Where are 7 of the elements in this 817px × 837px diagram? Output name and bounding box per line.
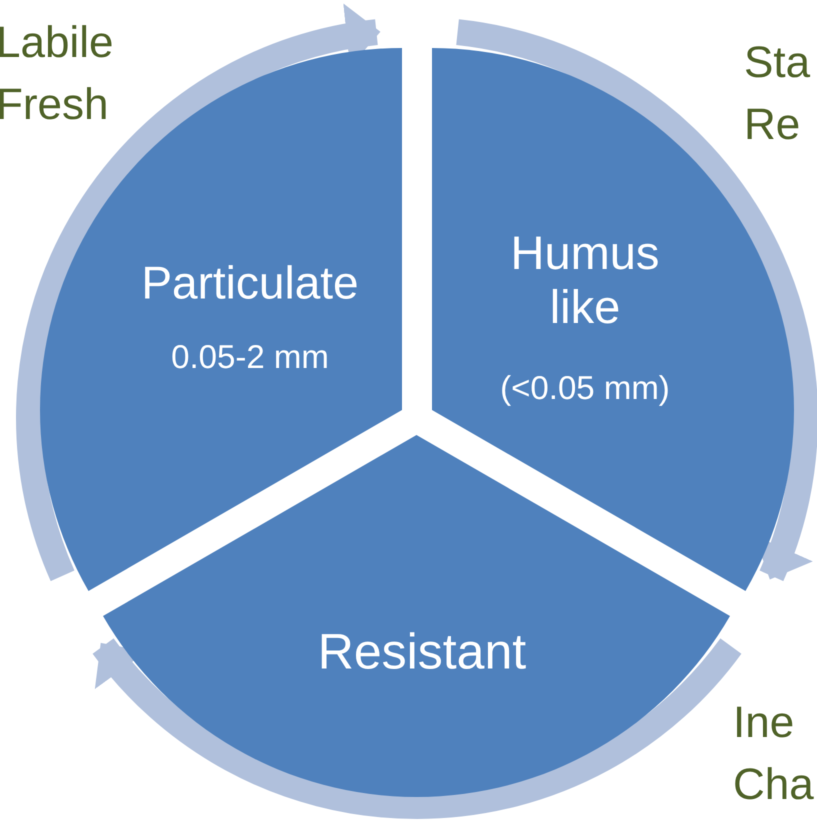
segment-label: Particulate	[141, 256, 359, 310]
category-label: Ine Cha	[733, 697, 813, 811]
segment-label: Resistant	[318, 623, 526, 681]
size-range-label: 0.05-2 mm	[171, 338, 329, 376]
segment-label: Humus like	[510, 226, 660, 334]
category-label: Sta Re	[744, 37, 812, 151]
size-range-label: (<0.05 mm)	[500, 369, 670, 407]
